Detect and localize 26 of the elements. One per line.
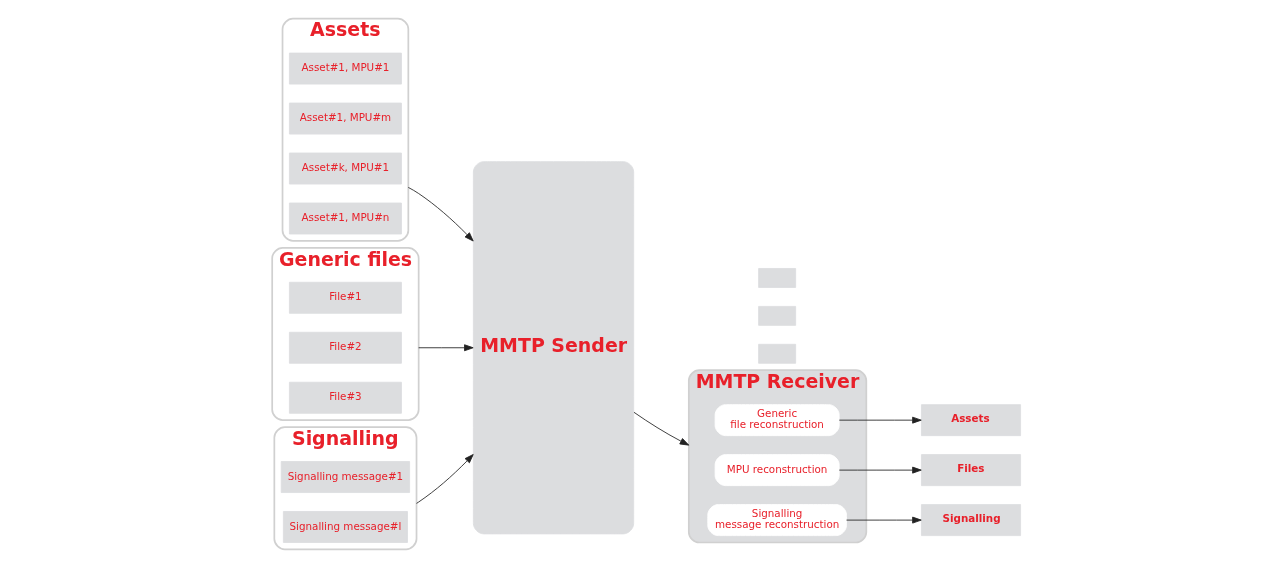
node-box: File#1 xyxy=(289,281,402,314)
node-box: MMTP Sender xyxy=(472,161,635,535)
arrow xyxy=(838,466,922,474)
arrow xyxy=(418,344,474,352)
node-box: Signalling message#l xyxy=(282,511,408,543)
node-box: Signalling message reconstruction xyxy=(707,504,847,537)
node-box: MPU reconstruction xyxy=(714,454,840,487)
node-box: Generic file reconstruction xyxy=(714,404,840,437)
node-box: Assets xyxy=(921,404,1021,437)
node-box: Asset#k, MPU#1 xyxy=(289,152,402,185)
node-box: Signalling xyxy=(921,504,1021,537)
node-box: Files xyxy=(921,454,1021,487)
arrow xyxy=(633,411,690,446)
node-box: File#2 xyxy=(289,331,402,364)
node-box: Asset#1, MPU#n xyxy=(289,202,402,235)
arrow xyxy=(838,416,922,424)
node-box: File#3 xyxy=(289,381,402,414)
node-box xyxy=(758,343,797,364)
node-box: Asset#1, MPU#m xyxy=(289,102,402,135)
node-box xyxy=(758,268,797,288)
arrow xyxy=(416,454,474,504)
node-box: Asset#1, MPU#1 xyxy=(289,52,402,85)
node-box: Signalling message#1 xyxy=(280,461,411,493)
node-box xyxy=(758,305,797,326)
arrow xyxy=(846,516,922,524)
arrow xyxy=(407,187,474,242)
